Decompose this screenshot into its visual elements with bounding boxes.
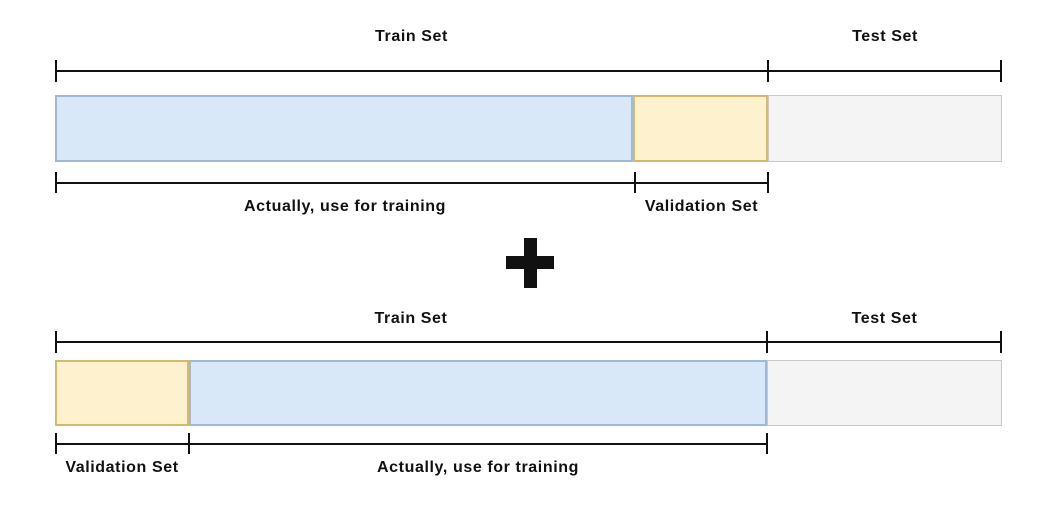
validation-set-label: Validation Set — [65, 459, 179, 476]
bracket-tick — [634, 172, 636, 193]
top-bracket-line — [55, 70, 1002, 72]
validation-segment — [55, 360, 189, 426]
bracket-tick — [55, 331, 57, 353]
bottom-bracket-line — [55, 443, 767, 445]
bracket-tick — [55, 172, 57, 193]
test-set-label: Test Set — [851, 310, 918, 327]
test-segment — [767, 360, 1002, 426]
bracket-tick — [767, 60, 769, 82]
bracket-tick — [55, 60, 57, 82]
actual-training-label: Actually, use for training — [377, 459, 579, 476]
actual-training-label: Actually, use for training — [244, 198, 446, 215]
bracket-tick — [767, 172, 769, 193]
train-set-label: Train Set — [374, 310, 448, 327]
bottom-bracket-line — [55, 182, 768, 184]
actual-training-segment — [189, 360, 767, 426]
actual-training-segment — [55, 95, 633, 162]
bracket-tick — [766, 331, 768, 353]
train-set-label: Train Set — [375, 28, 448, 45]
top-bracket-line — [55, 341, 1002, 343]
test-segment — [768, 95, 1002, 162]
validation-segment — [633, 95, 768, 162]
bracket-tick — [766, 433, 768, 454]
plus-vertical-bar — [524, 238, 537, 288]
bracket-tick — [1000, 60, 1002, 82]
bracket-tick — [188, 433, 190, 454]
test-set-label: Test Set — [852, 28, 918, 45]
validation-set-label: Validation Set — [644, 198, 759, 215]
bracket-tick — [55, 433, 57, 454]
bracket-tick — [1000, 331, 1002, 353]
